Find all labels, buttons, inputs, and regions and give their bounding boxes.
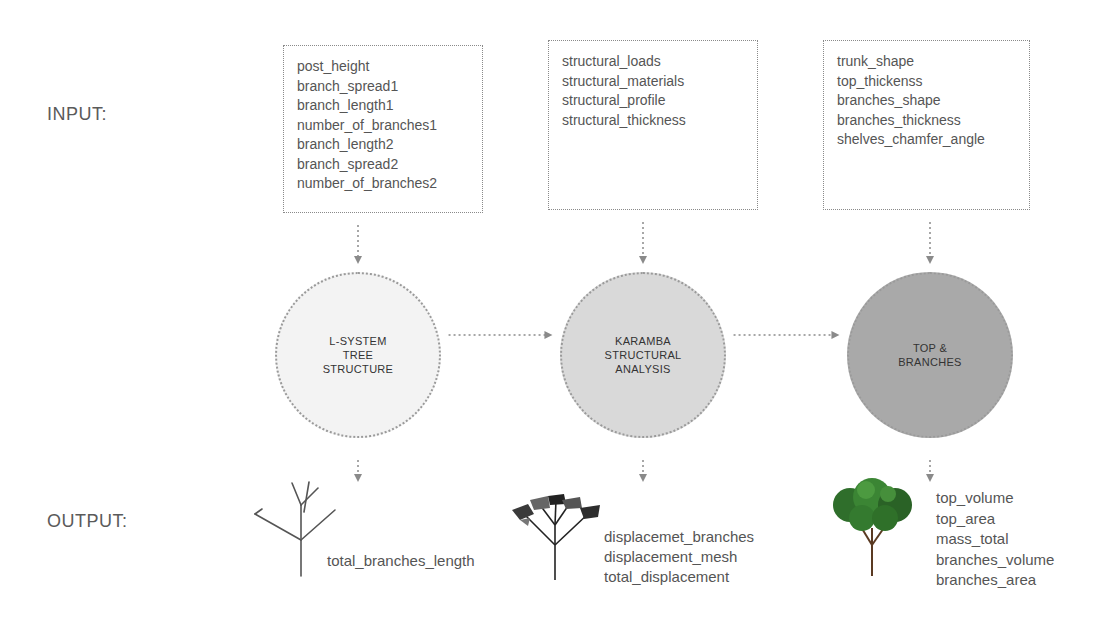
parameter-name: structural_materials [562, 72, 744, 92]
output-name: total_branches_length [327, 552, 475, 569]
output-name: top_volume [936, 489, 1014, 506]
parameter-name: branches_shape [837, 91, 1016, 111]
parameter-name: structural_thickness [562, 111, 744, 131]
structural-tree [512, 494, 600, 580]
output-name: top_area [936, 510, 995, 527]
parameter-name: branch_spread1 [297, 77, 469, 97]
input-box: structural_loadsstructural_materialsstru… [548, 40, 758, 210]
flow-arrow [449, 331, 553, 339]
output-name: mass_total [936, 530, 1009, 547]
parameter-name: structural_loads [562, 52, 744, 72]
output-arrows [358, 460, 930, 474]
parameter-name: branch_length1 [297, 96, 469, 116]
parameter-name: shelves_chamfer_angle [837, 130, 1016, 150]
circle-title: KARAMBA STRUCTURAL ANALYSIS [604, 334, 682, 376]
output-arrowheads [354, 474, 934, 482]
parameter-name: number_of_branches2 [297, 174, 469, 194]
flow-arrow [734, 331, 840, 339]
circle-title: L-SYSTEM TREE STRUCTURE [319, 334, 397, 376]
parameter-name: branch_spread2 [297, 155, 469, 175]
input-box: trunk_shapetop_thickenssbranches_shapebr… [823, 40, 1030, 210]
flow-arrow [354, 225, 362, 264]
flow-arrow [639, 222, 647, 264]
parameter-name: top_thickenss [837, 72, 1016, 92]
output-name: displacement_mesh [604, 548, 737, 565]
output-name: displacemet_branches [604, 528, 754, 545]
process-circle: KARAMBA STRUCTURAL ANALYSIS [560, 272, 726, 438]
flow-arrow [926, 222, 934, 264]
process-circle: TOP & BRANCHES [847, 272, 1013, 438]
parameter-name: branch_length2 [297, 135, 469, 155]
row-heading: OUTPUT: [47, 511, 128, 532]
parameter-name: post_height [297, 57, 469, 77]
output-name: branches_area [936, 571, 1036, 588]
row-heading: INPUT: [47, 104, 107, 125]
process-circle: L-SYSTEM TREE STRUCTURE [275, 272, 441, 438]
lsystem-tree [255, 482, 335, 576]
parameter-name: branches_thickness [837, 111, 1016, 131]
parameter-name: number_of_branches1 [297, 116, 469, 136]
input-box: post_heightbranch_spread1branch_length1n… [283, 45, 483, 213]
parameter-name: trunk_shape [837, 52, 1016, 72]
output-name: total_displacement [604, 568, 729, 585]
parameter-name: structural_profile [562, 91, 744, 111]
circle-title: TOP & BRANCHES [891, 341, 969, 369]
green-tree [833, 478, 912, 576]
output-name: branches_volume [936, 551, 1054, 568]
